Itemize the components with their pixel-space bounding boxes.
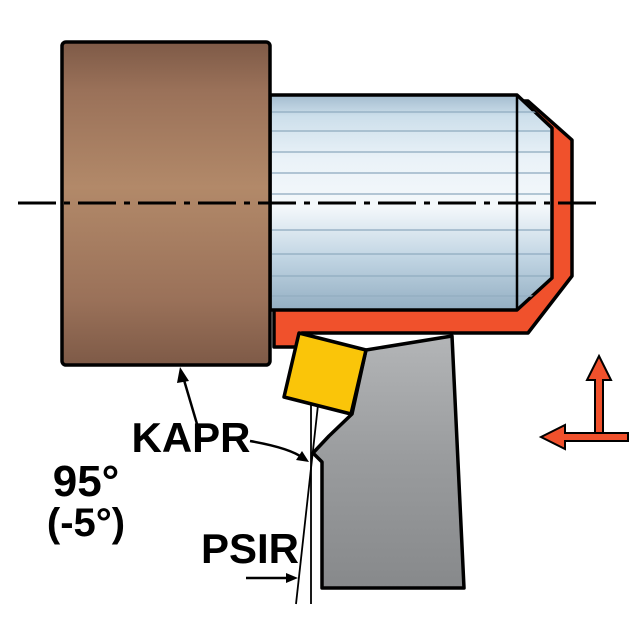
tool-holder-body: [311, 334, 466, 590]
lead-angle-value-label: 95°: [53, 457, 120, 506]
lead-angle-code-label: KAPR: [131, 414, 250, 461]
back-angle-value-label: (-5°): [47, 501, 125, 545]
shaft-shading-stripes: [272, 111, 550, 297]
kapr-pointer-arrow: [177, 367, 199, 425]
angle-reference-line-inclined: [295, 404, 319, 605]
psi-angle-code-label: PSIR: [201, 525, 299, 572]
cutting-insert: [282, 331, 368, 416]
feed-direction-up-arrow: [585, 353, 613, 435]
feed-direction-left-arrow: [538, 423, 629, 451]
kapr-leader-arrow: [249, 439, 309, 462]
psir-leader-arrow: [246, 573, 298, 583]
